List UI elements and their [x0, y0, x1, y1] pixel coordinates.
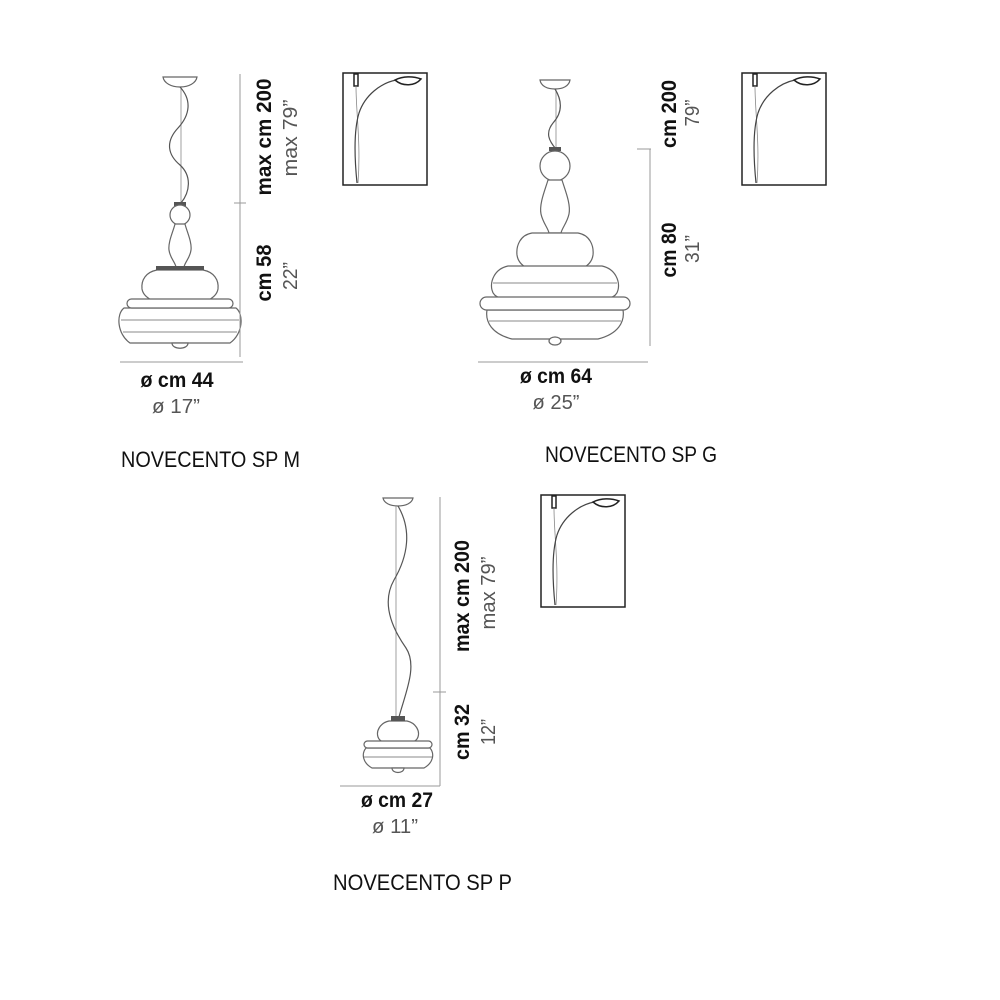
lamp-m: max cm 200 max 79” cm 58 22” ø cm 44 ø 1… — [118, 72, 428, 472]
lamp-m-drawing — [118, 76, 242, 349]
lamp-g-lower-shade — [486, 309, 624, 340]
lamp-g-total-height-cm: cm 200 — [658, 80, 681, 148]
lamp-g-upper-dome — [516, 232, 594, 269]
lamp-p-lower-shade — [362, 747, 434, 769]
inset-ceiling-hook — [551, 495, 557, 509]
lamp-g-bottom-knob — [548, 336, 562, 346]
inset-frame — [342, 72, 428, 186]
lamp-m-canopy — [162, 76, 198, 88]
lamp-p-inset — [540, 494, 626, 608]
lamp-m-lower-shade — [118, 307, 242, 344]
inset-hanging-wire — [553, 507, 558, 606]
lamp-p-diameter-in: ø 11” — [372, 816, 418, 838]
inset-shade — [792, 76, 822, 86]
lamp-p-diameter-cm: ø cm 27 — [361, 789, 433, 812]
lamp-g-top-cap — [549, 147, 561, 151]
lamp-p-band — [363, 740, 433, 749]
lamp-g-bulb — [539, 150, 571, 182]
lamp-g-inset — [741, 72, 827, 186]
lamp-g-middle-tier — [490, 265, 620, 299]
inset-ceiling-hook — [353, 73, 359, 87]
lamp-g-diameter-cm: ø cm 64 — [520, 365, 592, 388]
inset-shade — [393, 76, 423, 86]
lamp-p-total-height-cm: max cm 200 — [451, 540, 474, 652]
lamp-g-lamp-height-cm: cm 80 — [658, 223, 681, 278]
inset-hanging-wire — [355, 85, 360, 184]
inset-shade — [591, 498, 621, 508]
lamp-g-cable — [547, 88, 561, 150]
lamp-p-cable — [387, 505, 412, 718]
lamp-p-lamp-height-cm: cm 32 — [451, 704, 474, 760]
lamp-g-title: NOVECENTO SP G — [545, 442, 717, 467]
lamp-p-total-height-in: max 79” — [478, 557, 500, 630]
lamp-g-drawing — [479, 79, 631, 346]
lamp-m-diameter-in: ø 17” — [152, 396, 200, 418]
inset-hanging-wire — [754, 85, 759, 184]
lamp-m-collar — [156, 266, 204, 270]
lamp-m-bottom-knob — [171, 342, 189, 349]
lamp-p-canopy — [382, 497, 414, 507]
inset-frame — [741, 72, 827, 186]
inset-frame — [540, 494, 626, 608]
lamp-g-diameter-in: ø 25” — [533, 392, 580, 414]
lamp-m-neck — [168, 223, 192, 268]
lamp-m-lamp-height-in: 22” — [280, 262, 302, 290]
lamp-p-lamp-height-in: 12” — [478, 719, 500, 745]
lamp-p-bottom-knob — [391, 767, 405, 774]
lamp-g-total-height-in: 79” — [682, 100, 704, 127]
lamp-p: max cm 200 max 79” cm 32 12” ø cm 27 ø 1… — [333, 494, 626, 895]
lamp-m-upper-dome — [141, 269, 219, 301]
lamp-m-lamp-height-cm: cm 58 — [253, 244, 276, 301]
lamp-p-title: NOVECENTO SP P — [333, 870, 512, 895]
lamp-g: cm 200 79” cm 80 31” ø cm 64 ø 25” NOVEC… — [478, 72, 827, 467]
lamp-m-bulb — [169, 204, 191, 226]
lamp-m-total-height-in: max 79” — [280, 100, 302, 177]
lamp-m-inset — [342, 72, 428, 186]
lamp-m-top-cap — [174, 202, 186, 206]
lamp-p-drawing — [362, 497, 434, 774]
lamp-m-band — [126, 298, 234, 309]
lamp-g-band — [479, 296, 631, 311]
lamp-m-total-height-cm: max cm 200 — [253, 79, 276, 196]
lamp-m-cable — [169, 86, 189, 204]
lamp-g-lamp-height-in: 31” — [682, 235, 704, 263]
lamp-g-dimensions — [478, 148, 651, 363]
lamp-m-title: NOVECENTO SP M — [121, 447, 300, 472]
lamp-p-dome — [376, 720, 420, 743]
inset-ceiling-hook — [752, 73, 758, 87]
inset-arc-cable — [753, 79, 796, 184]
lamp-g-canopy — [539, 79, 571, 90]
lamp-p-top-cap — [391, 716, 405, 721]
lamp-m-diameter-cm: ø cm 44 — [141, 369, 214, 392]
lamp-p-dimensions — [340, 497, 446, 787]
lamp-m-dimensions — [120, 74, 246, 363]
lamp-g-neck — [540, 179, 570, 234]
inset-arc-cable — [354, 79, 397, 184]
inset-arc-cable — [552, 501, 595, 606]
